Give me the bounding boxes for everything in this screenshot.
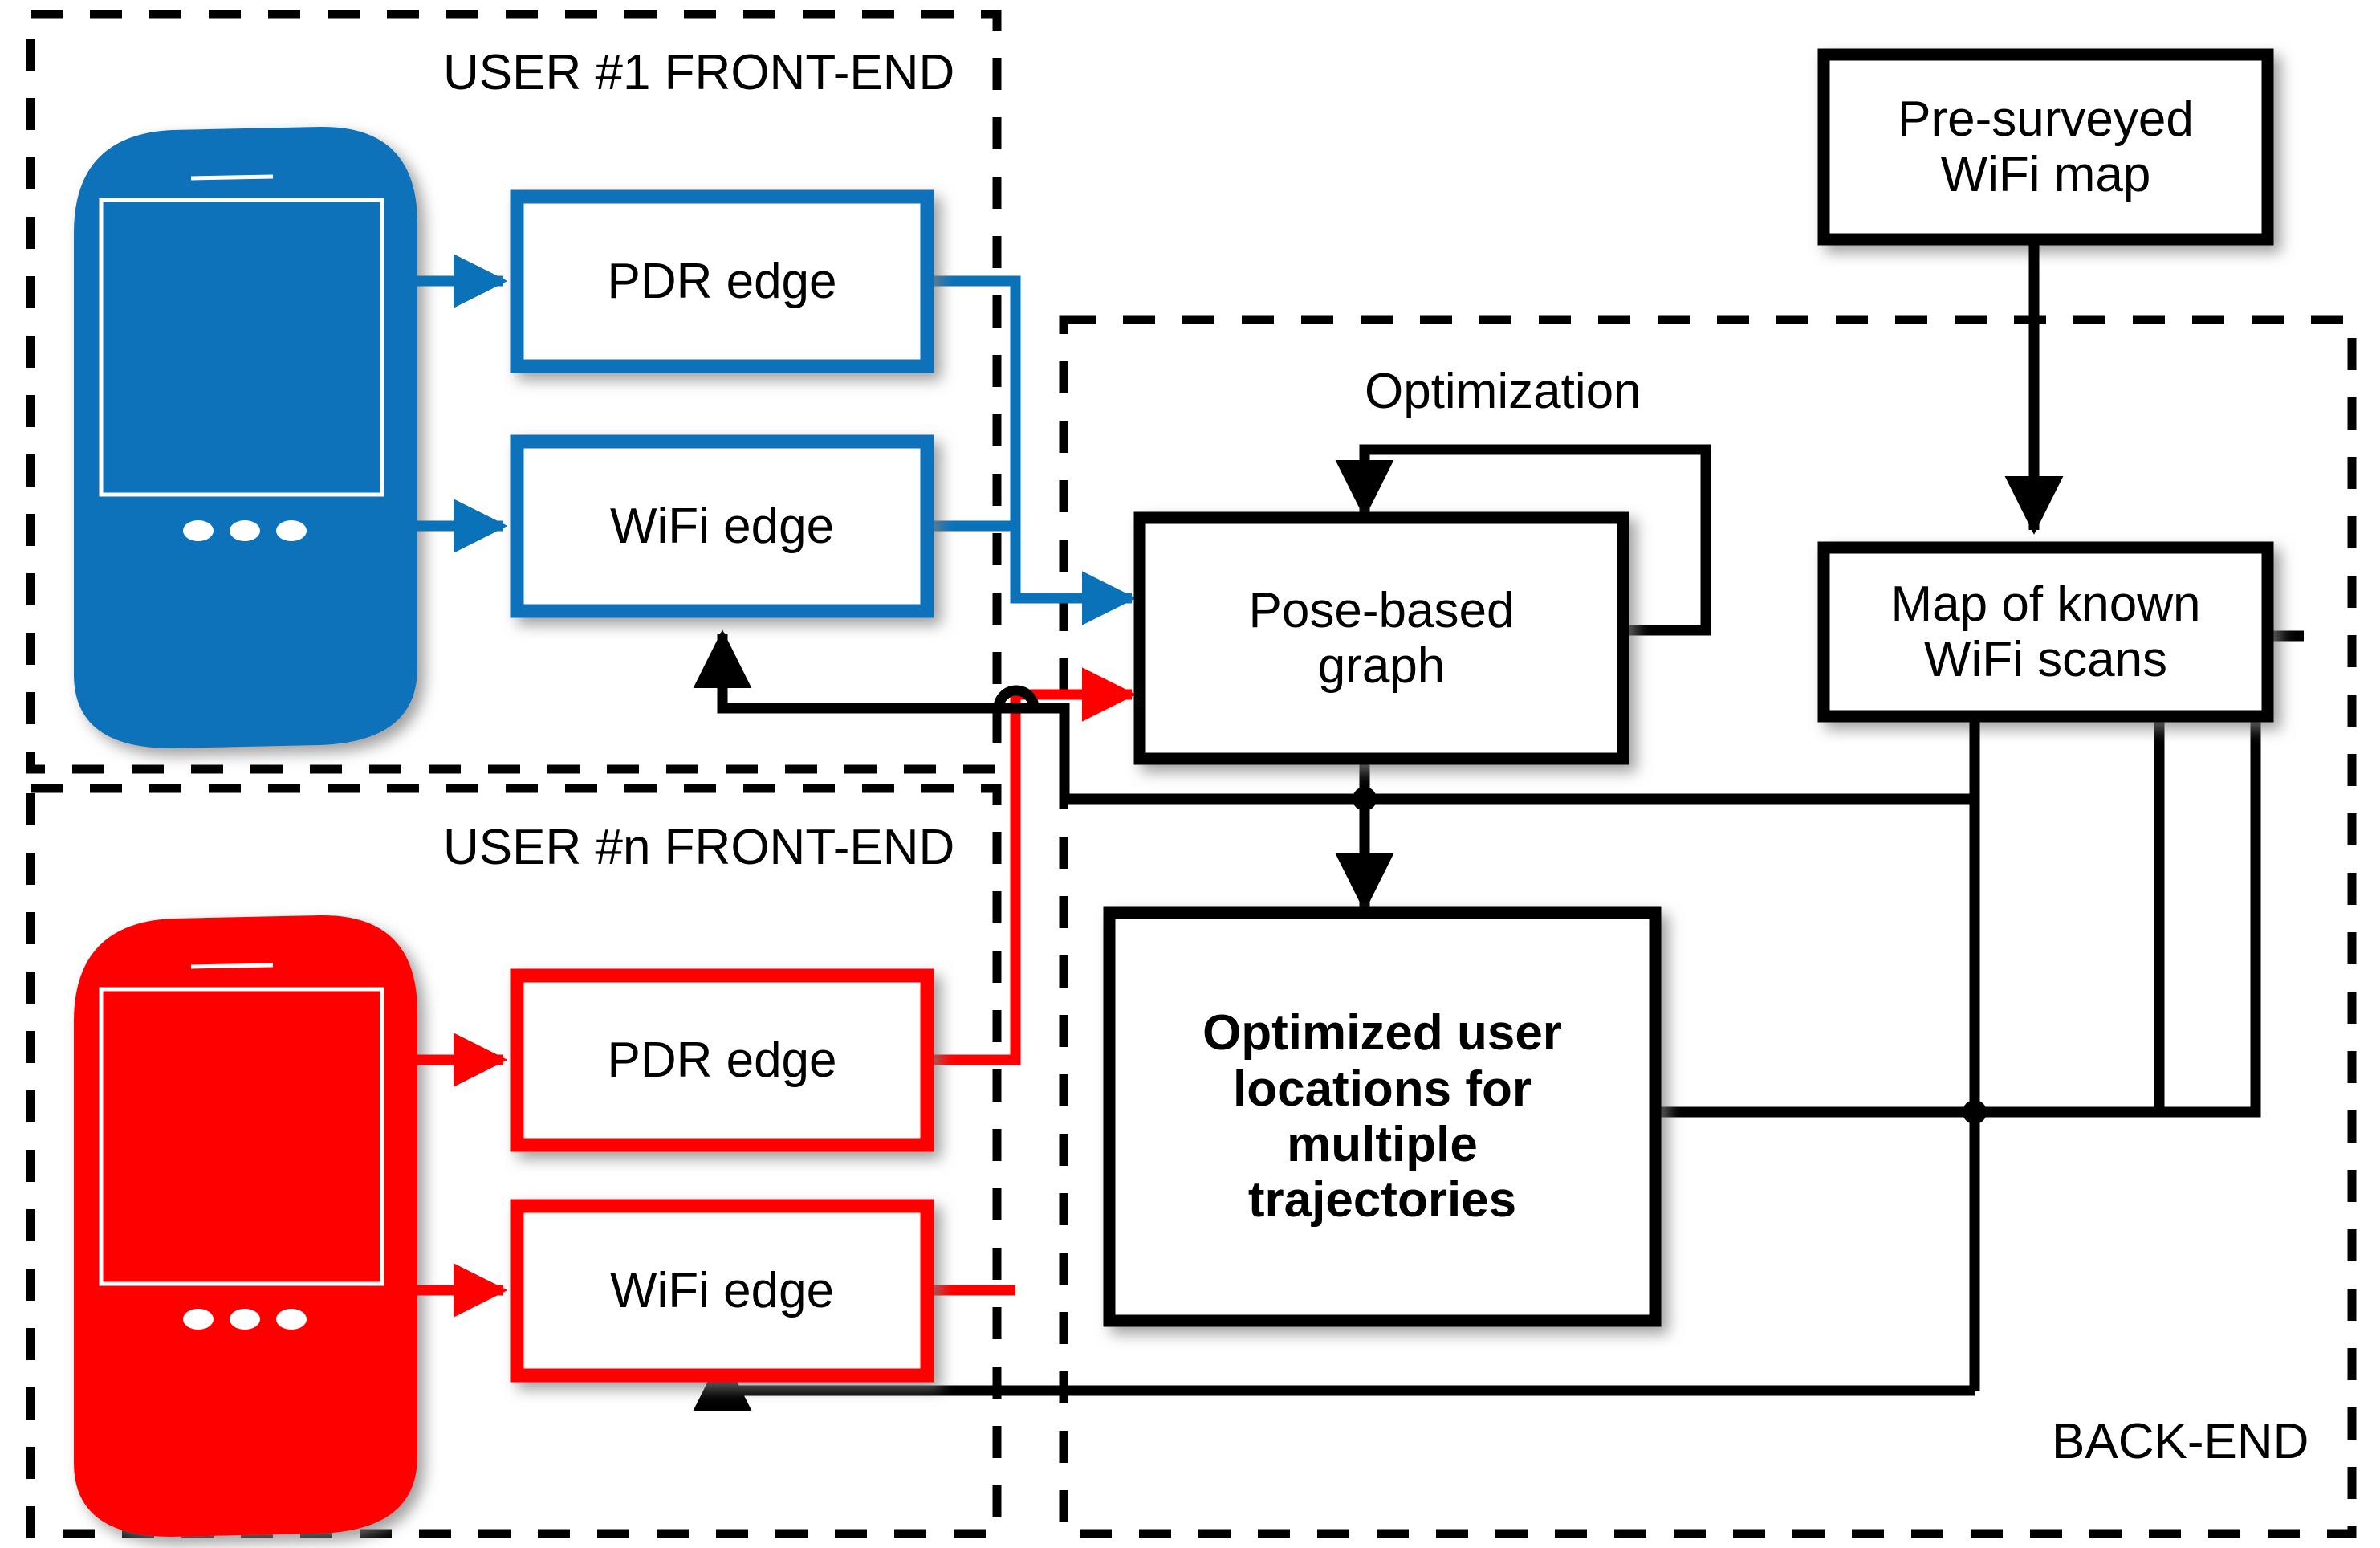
zone-label-backend: BACK-END — [2052, 1414, 2309, 1469]
box-wifi-edge-usern[interactable] — [510, 1199, 934, 1383]
box-wifi-edge-user1[interactable] — [510, 434, 934, 618]
phone-home-button-1 — [183, 1309, 214, 1330]
box-pdr-edge-usern[interactable] — [510, 968, 934, 1152]
phone-home-button-2 — [230, 520, 260, 541]
box-presurveyed-wifi-map[interactable] — [1817, 48, 2274, 246]
zone-label-user1: USER #1 FRONT-END — [443, 45, 955, 100]
zone-backend — [1059, 315, 2357, 1538]
flow-mapscans-to-wifi1-arrow — [693, 629, 947, 714]
phone-speaker-slot-icon — [190, 174, 274, 181]
flow-pdr1-to-posegraph — [927, 275, 1137, 625]
phone-screen — [99, 198, 384, 497]
phone-speaker-slot-icon — [190, 963, 274, 969]
wire-jump-over-red — [947, 685, 1064, 714]
phone-home-button-2 — [230, 1309, 260, 1330]
phone-user1 — [74, 126, 417, 748]
phone-home-button-3 — [276, 520, 307, 541]
label-optimization: Optimization — [1365, 364, 1642, 419]
flow-pdrn-to-posegraph — [927, 667, 1137, 1065]
phone-home-button-1 — [183, 520, 214, 541]
box-pdr-edge-user1[interactable] — [510, 189, 934, 373]
phone-usern-details — [99, 963, 384, 1330]
phone-screen — [99, 987, 384, 1286]
zone-usern-frontend — [26, 784, 1002, 1538]
box-optimized-locations[interactable] — [1103, 906, 1662, 1327]
flow-optimization-loop — [1335, 444, 1711, 636]
junction-dot-posegraph-out — [1353, 787, 1377, 811]
zone-user1-frontend — [26, 10, 1002, 774]
box-pose-based-graph[interactable] — [1133, 511, 1629, 765]
box-map-known-wifi-scans[interactable] — [1817, 541, 2274, 723]
phone-user1-details — [99, 174, 384, 541]
zone-label-usern: USER #n FRONT-END — [443, 820, 955, 875]
phone-home-button-3 — [276, 1309, 307, 1330]
phone-usern — [74, 915, 417, 1537]
